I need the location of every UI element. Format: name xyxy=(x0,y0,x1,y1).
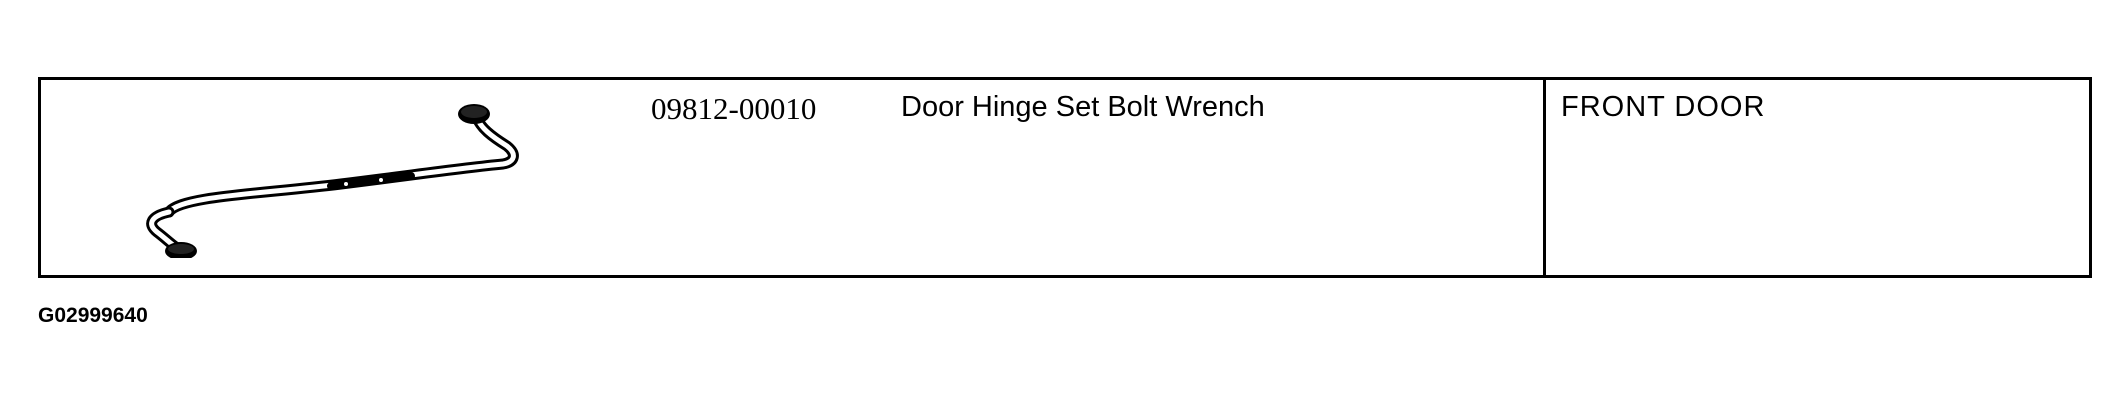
column-divider xyxy=(1543,80,1546,275)
wrench-illustration xyxy=(141,98,581,260)
tool-name: Door Hinge Set Bolt Wrench xyxy=(901,91,1265,123)
figure-id: G02999640 xyxy=(38,304,148,327)
offset-box-wrench-icon xyxy=(146,104,519,260)
application-note: FRONT DOOR xyxy=(1561,91,1766,123)
part-number: 09812-00010 xyxy=(651,91,817,126)
special-service-tool-table: 09812-00010 Door Hinge Set Bolt Wrench F… xyxy=(38,77,2092,278)
